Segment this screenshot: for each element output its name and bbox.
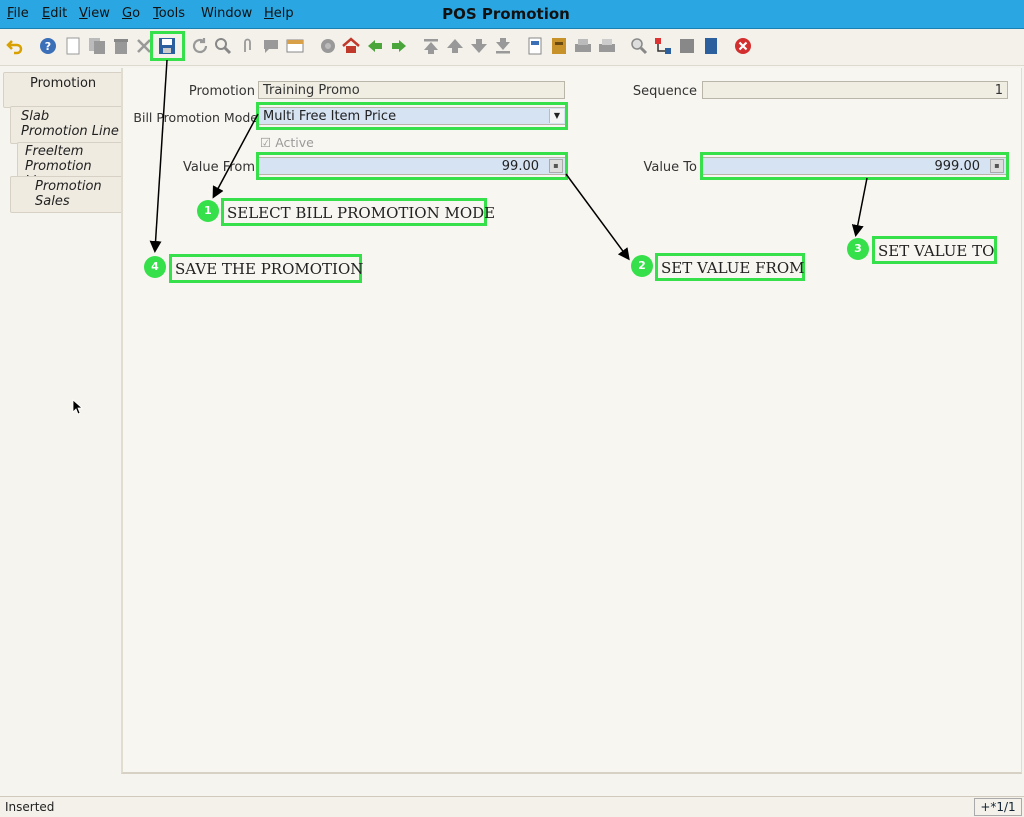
- zoom-across-icon[interactable]: [630, 37, 648, 55]
- calculator-icon[interactable]: ▪: [549, 159, 563, 173]
- menu-edit[interactable]: Edit: [42, 6, 68, 21]
- window-title: POS Promotion: [442, 5, 570, 23]
- checkbox-icon: ☑: [260, 135, 272, 150]
- promotion-field[interactable]: Training Promo: [258, 81, 565, 99]
- menu-help[interactable]: Help: [264, 6, 294, 21]
- step-badge-2: 2: [631, 255, 653, 277]
- step-badge-4: 4: [144, 256, 166, 278]
- report-icon[interactable]: [526, 37, 544, 55]
- active-checkbox[interactable]: ☑ Active: [260, 135, 314, 150]
- menu-go[interactable]: Go: [122, 6, 141, 21]
- sequence-label: Sequence: [632, 84, 697, 99]
- tab-promotion-sales[interactable]: Promotion Sales: [10, 176, 123, 213]
- chevron-down-icon[interactable]: ▼: [549, 109, 564, 123]
- delete-record-icon[interactable]: [112, 37, 130, 55]
- save-icon[interactable]: [158, 37, 176, 55]
- new-record-icon[interactable]: [64, 37, 82, 55]
- home-icon[interactable]: [342, 37, 360, 55]
- svg-text:?: ?: [45, 40, 51, 53]
- print-preview-icon[interactable]: [574, 37, 592, 55]
- toolbar: ?: [0, 29, 1024, 66]
- workflow-icon[interactable]: [654, 37, 672, 55]
- request-icon[interactable]: [678, 37, 696, 55]
- copy-record-icon[interactable]: [88, 37, 106, 55]
- promotion-label: Promotion: [188, 84, 255, 99]
- callout-set-value-to: SET VALUE TO: [872, 236, 997, 264]
- value-to-field[interactable]: 999.00 ▪: [702, 157, 1007, 175]
- menu-window[interactable]: Window: [201, 6, 253, 21]
- attachment-icon[interactable]: [238, 37, 256, 55]
- value-to-label: Value To: [643, 160, 697, 175]
- mouse-cursor-icon: [72, 399, 84, 415]
- sequence-field[interactable]: 1: [702, 81, 1008, 99]
- parent-record-icon[interactable]: [366, 37, 384, 55]
- undo-icon[interactable]: [6, 37, 24, 55]
- product-info-icon[interactable]: [702, 37, 720, 55]
- archive-icon[interactable]: [550, 37, 568, 55]
- bill-promotion-mode-value: Multi Free Item Price: [263, 109, 397, 124]
- calculator-icon[interactable]: ▪: [990, 159, 1004, 173]
- tab-slab-promotion-line[interactable]: Slab Promotion Line: [10, 106, 123, 144]
- callout-save-promotion: SAVE THE PROMOTION: [169, 254, 363, 283]
- menu-file[interactable]: File: [7, 6, 29, 21]
- callout-set-value-from: SET VALUE FROM: [655, 253, 805, 281]
- menu-bar: File Edit View Go Tools Window Help POS …: [0, 0, 1024, 29]
- step-badge-1: 1: [197, 200, 219, 222]
- grid-toggle-icon[interactable]: [286, 37, 304, 55]
- close-window-icon[interactable]: [734, 37, 752, 55]
- next-record-icon[interactable]: [470, 37, 488, 55]
- detail-record-icon[interactable]: [390, 37, 408, 55]
- value-from-field[interactable]: 99.00 ▪: [258, 157, 566, 175]
- callout-select-mode: SELECT BILL PROMOTION MODE: [221, 198, 495, 226]
- value-from-label: Value From: [182, 160, 255, 175]
- tab-freeitem-promotion-line[interactable]: FreeItem Promotion Line: [17, 142, 123, 189]
- last-record-icon[interactable]: [494, 37, 512, 55]
- chat-icon[interactable]: [262, 37, 280, 55]
- menu-tools[interactable]: Tools: [153, 6, 186, 21]
- previous-record-icon[interactable]: [446, 37, 464, 55]
- step-badge-3: 3: [847, 238, 869, 260]
- status-text: Inserted: [5, 800, 55, 814]
- help-icon[interactable]: ?: [39, 37, 57, 55]
- refresh-icon[interactable]: [191, 37, 209, 55]
- print-icon[interactable]: [598, 37, 616, 55]
- tab-promotion[interactable]: Promotion: [3, 72, 123, 108]
- record-navigator[interactable]: +*1/1: [974, 798, 1022, 816]
- status-bar: Inserted +*1/1: [0, 796, 1024, 817]
- menu-view[interactable]: View: [79, 6, 110, 21]
- bill-promotion-mode-select[interactable]: Multi Free Item Price ▼: [258, 107, 566, 125]
- find-icon[interactable]: [214, 37, 232, 55]
- history-icon[interactable]: [319, 37, 337, 55]
- first-record-icon[interactable]: [422, 37, 440, 55]
- bill-promotion-mode-label: Bill Promotion Mode: [133, 110, 258, 125]
- delete-selection-icon[interactable]: [135, 37, 153, 55]
